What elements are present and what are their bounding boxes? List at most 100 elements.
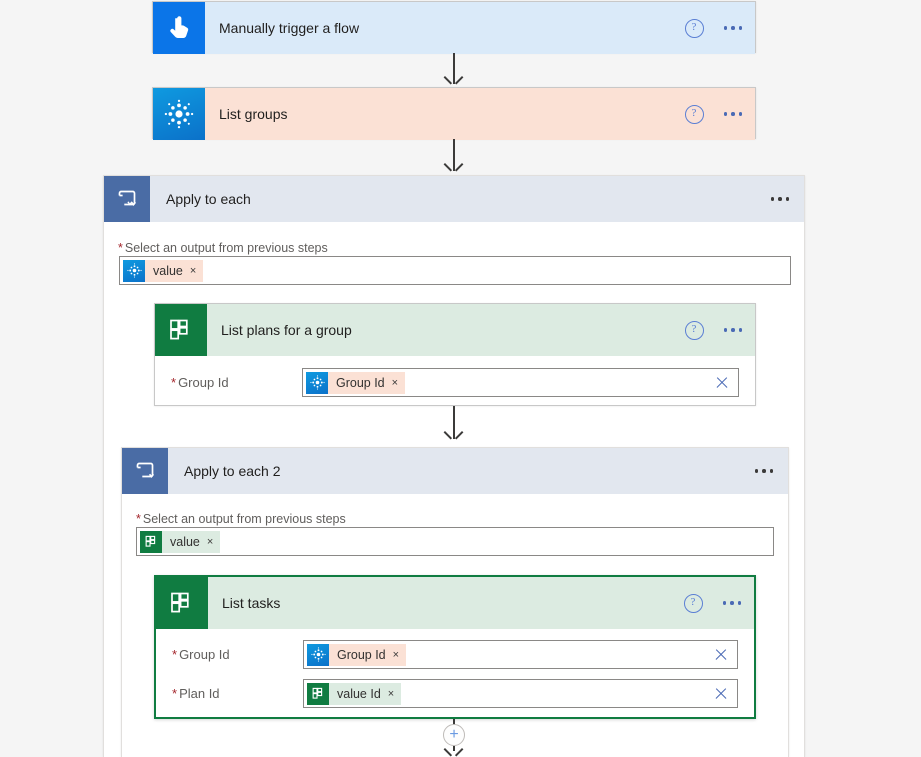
param-row-plan-id: *Plan Id	[156, 674, 754, 713]
connector-arrow-icon	[446, 163, 461, 172]
param-label: *Group Id	[171, 375, 302, 390]
token-chip-group-id[interactable]: Group Id ×	[307, 643, 407, 666]
clear-field-icon[interactable]	[714, 375, 730, 391]
card-header-actions: ?	[684, 88, 746, 140]
office365-groups-icon	[306, 371, 328, 394]
loop-input-field[interactable]: value ×	[119, 256, 791, 285]
loop-input-field[interactable]: value ×	[136, 527, 774, 556]
loop-title: Apply to each	[166, 191, 251, 207]
token-remove-icon[interactable]: ×	[392, 648, 400, 661]
action-card-list-tasks[interactable]: List tasks ? *Group Id	[154, 575, 756, 719]
token-remove-icon[interactable]: ×	[387, 687, 395, 700]
required-marker: *	[172, 686, 178, 701]
required-marker: *	[118, 241, 123, 255]
token-chip-content: value Id ×	[329, 682, 402, 705]
param-row-group-id: *Group Id	[155, 363, 755, 402]
connector-arrow-icon	[446, 76, 461, 85]
card-header-actions: ?	[684, 2, 746, 54]
token-chip-plan-id[interactable]: value Id ×	[307, 682, 402, 705]
clear-field-icon[interactable]	[713, 647, 729, 663]
loop-input-label-text: Select an output from previous steps	[142, 512, 346, 526]
token-chip-value[interactable]: value ×	[140, 530, 221, 553]
token-chip-group-id[interactable]: Group Id ×	[306, 371, 406, 394]
token-remove-icon[interactable]: ×	[189, 264, 197, 277]
planner-icon	[156, 577, 208, 629]
card-title: Manually trigger a flow	[219, 20, 360, 36]
help-icon[interactable]: ?	[684, 320, 704, 340]
planner-icon	[307, 682, 329, 705]
loop-icon	[122, 448, 168, 494]
card-title: List plans for a group	[221, 322, 352, 338]
loop-icon	[104, 176, 150, 222]
token-label: Group Id	[337, 647, 386, 662]
param-row-group-id: *Group Id	[156, 635, 754, 674]
help-icon[interactable]: ?	[684, 104, 704, 124]
loop-header-actions	[752, 448, 777, 494]
connector-line	[453, 406, 455, 439]
loop-input-label: *Select an output from previous steps	[118, 241, 328, 255]
connector-line	[453, 139, 455, 171]
loop-header[interactable]: Apply to each 2	[122, 448, 788, 494]
param-input-group-id[interactable]: Group Id ×	[303, 640, 738, 669]
token-chip-content: value ×	[145, 259, 204, 282]
loop-title: Apply to each 2	[184, 463, 281, 479]
card-title: List tasks	[222, 595, 281, 611]
required-marker: *	[136, 512, 141, 526]
token-chip-content: Group Id ×	[328, 371, 406, 394]
card-body: *Group Id	[155, 363, 755, 402]
planner-icon	[155, 304, 207, 356]
more-options-icon[interactable]	[721, 20, 746, 36]
connector-line	[453, 719, 455, 725]
card-header: List tasks ?	[156, 577, 754, 629]
more-options-icon[interactable]	[721, 106, 746, 122]
loop-input-label-text: Select an output from previous steps	[124, 241, 328, 255]
card-header-actions: ?	[683, 577, 745, 629]
action-card-manual-trigger[interactable]: Manually trigger a flow ?	[152, 1, 756, 54]
more-options-icon[interactable]	[721, 322, 746, 338]
more-options-icon[interactable]	[720, 595, 745, 611]
param-label-text: Plan Id	[179, 686, 220, 701]
token-label: Group Id	[336, 375, 385, 390]
add-step-button[interactable]: +	[443, 724, 465, 746]
card-header-actions: ?	[684, 304, 746, 356]
clear-field-icon[interactable]	[713, 686, 729, 702]
param-input-group-id[interactable]: Group Id ×	[302, 368, 739, 397]
office365-groups-icon	[307, 643, 329, 666]
param-label-text: Group Id	[178, 375, 229, 390]
required-marker: *	[172, 647, 178, 662]
loop-header-actions	[768, 176, 793, 222]
connector-line	[453, 53, 455, 84]
action-card-list-plans-for-a-group[interactable]: List plans for a group ? *Group Id	[154, 303, 756, 406]
card-header: List plans for a group ?	[155, 304, 755, 356]
token-label: value	[153, 263, 183, 278]
card-body: *Group Id	[156, 635, 754, 713]
connector-arrow-icon	[446, 431, 461, 440]
token-remove-icon[interactable]: ×	[391, 376, 399, 389]
planner-icon	[140, 530, 162, 553]
required-marker: *	[171, 375, 177, 390]
help-icon[interactable]: ?	[684, 18, 704, 38]
help-icon[interactable]: ?	[683, 593, 703, 613]
param-input-plan-id[interactable]: value Id ×	[303, 679, 738, 708]
token-remove-icon[interactable]: ×	[206, 535, 214, 548]
token-label: value	[170, 534, 200, 549]
token-chip-content: Group Id ×	[329, 643, 407, 666]
action-card-list-groups[interactable]: List groups ?	[152, 87, 756, 140]
token-label: value Id	[337, 686, 381, 701]
card-header: Manually trigger a flow ?	[153, 2, 755, 54]
loop-input-label: *Select an output from previous steps	[136, 512, 346, 526]
more-options-icon[interactable]	[752, 463, 777, 479]
manual-trigger-icon	[153, 2, 205, 54]
loop-header[interactable]: Apply to each	[104, 176, 804, 222]
param-label-text: Group Id	[179, 647, 230, 662]
param-label: *Plan Id	[172, 686, 303, 701]
token-chip-content: value ×	[162, 530, 221, 553]
connector-arrow-icon	[446, 748, 461, 757]
card-title: List groups	[219, 106, 288, 122]
param-label: *Group Id	[172, 647, 303, 662]
office365-groups-icon	[153, 88, 205, 140]
more-options-icon[interactable]	[768, 191, 793, 207]
token-chip-value[interactable]: value ×	[123, 259, 204, 282]
card-header: List groups ?	[153, 88, 755, 140]
office365-groups-icon	[123, 259, 145, 282]
